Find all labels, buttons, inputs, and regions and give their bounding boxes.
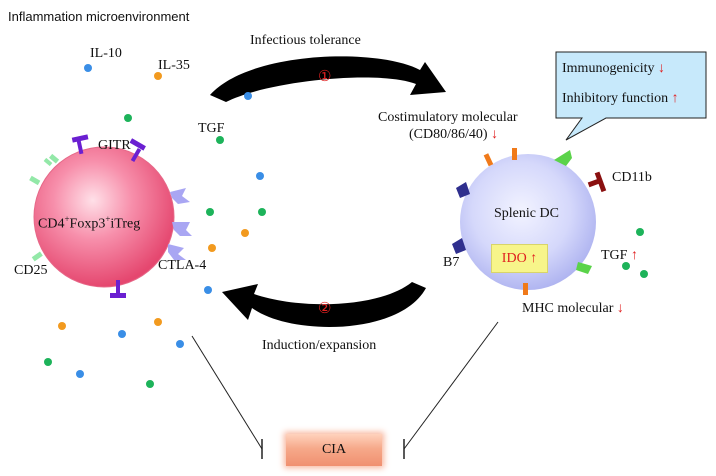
- cia-box: CIA: [286, 434, 382, 466]
- il10-label: IL-10: [90, 46, 122, 61]
- tgf-left-label: TGF: [198, 121, 225, 136]
- step-two-marker: ②: [318, 301, 332, 317]
- diagram-title: Inflammation microenvironment: [8, 9, 190, 24]
- cd11b-label: CD11b: [612, 170, 652, 185]
- arrow-infectious-tolerance: [210, 56, 446, 102]
- dc-label: Splenic DC: [494, 206, 559, 221]
- orange-dot: [208, 244, 216, 252]
- ctla4-receptor: [168, 188, 192, 260]
- blue-dot: [118, 330, 126, 338]
- orange-dot: [241, 229, 249, 237]
- il35-label: IL-35: [158, 58, 190, 73]
- callout-box: [555, 51, 707, 141]
- blue-dot: [76, 370, 84, 378]
- orange-dot: [154, 318, 162, 326]
- orange-dot: [58, 322, 66, 330]
- tgf-right-label: TGF ↑: [601, 248, 638, 263]
- blue-dot: [244, 92, 252, 100]
- costimulatory-label: Costimulatory molecular: [378, 110, 518, 125]
- blue-dot: [204, 286, 212, 294]
- blue-dot: [176, 340, 184, 348]
- cd11b-receptor: [587, 171, 607, 193]
- il35-dot: [154, 72, 162, 80]
- gitr-receptor: [71, 134, 146, 298]
- inhibit-line-dc: [403, 321, 499, 450]
- inhibit-line-treg: [191, 335, 263, 450]
- cytokine-dots: [44, 64, 648, 388]
- infectious-tolerance-label: Infectious tolerance: [250, 33, 361, 48]
- mhc-label: MHC molecular ↓: [522, 301, 624, 316]
- immunogenicity-label: Immunogenicity ↓: [562, 61, 666, 76]
- ido-highlight: IDO ↑: [491, 244, 548, 273]
- treg-label: CD4+Foxp3+iTreg: [38, 214, 141, 232]
- b7-receptor: [452, 182, 470, 254]
- green-dot: [622, 262, 630, 270]
- costimulatory-markers: (CD80/86/40) ↓: [409, 127, 499, 142]
- green-dot: [636, 228, 644, 236]
- blue-dot: [256, 172, 264, 180]
- green-dot: [206, 208, 214, 216]
- step-one-marker: ①: [318, 69, 332, 85]
- arrow-induction-expansion: [222, 282, 426, 327]
- green-dot: [258, 208, 266, 216]
- green-dot: [640, 270, 648, 278]
- green-dot: [44, 358, 52, 366]
- b7-label: B7: [443, 255, 460, 270]
- cd25-receptor: [29, 153, 60, 262]
- treg-cell: [33, 146, 175, 288]
- tgf-dot: [216, 136, 224, 144]
- cd25-label: CD25: [14, 263, 48, 278]
- green-receptor: [554, 150, 592, 274]
- green-dot: [124, 114, 132, 122]
- induction-expansion-label: Induction/expansion: [262, 338, 377, 353]
- green-dot: [146, 380, 154, 388]
- costimulatory-receptor: [483, 148, 528, 295]
- il10-dot: [84, 64, 92, 72]
- inhibitory-function-label: Inhibitory function ↑: [562, 91, 679, 106]
- gitr-label: GITR: [98, 138, 131, 153]
- ctla4-label: CTLA-4: [158, 258, 207, 273]
